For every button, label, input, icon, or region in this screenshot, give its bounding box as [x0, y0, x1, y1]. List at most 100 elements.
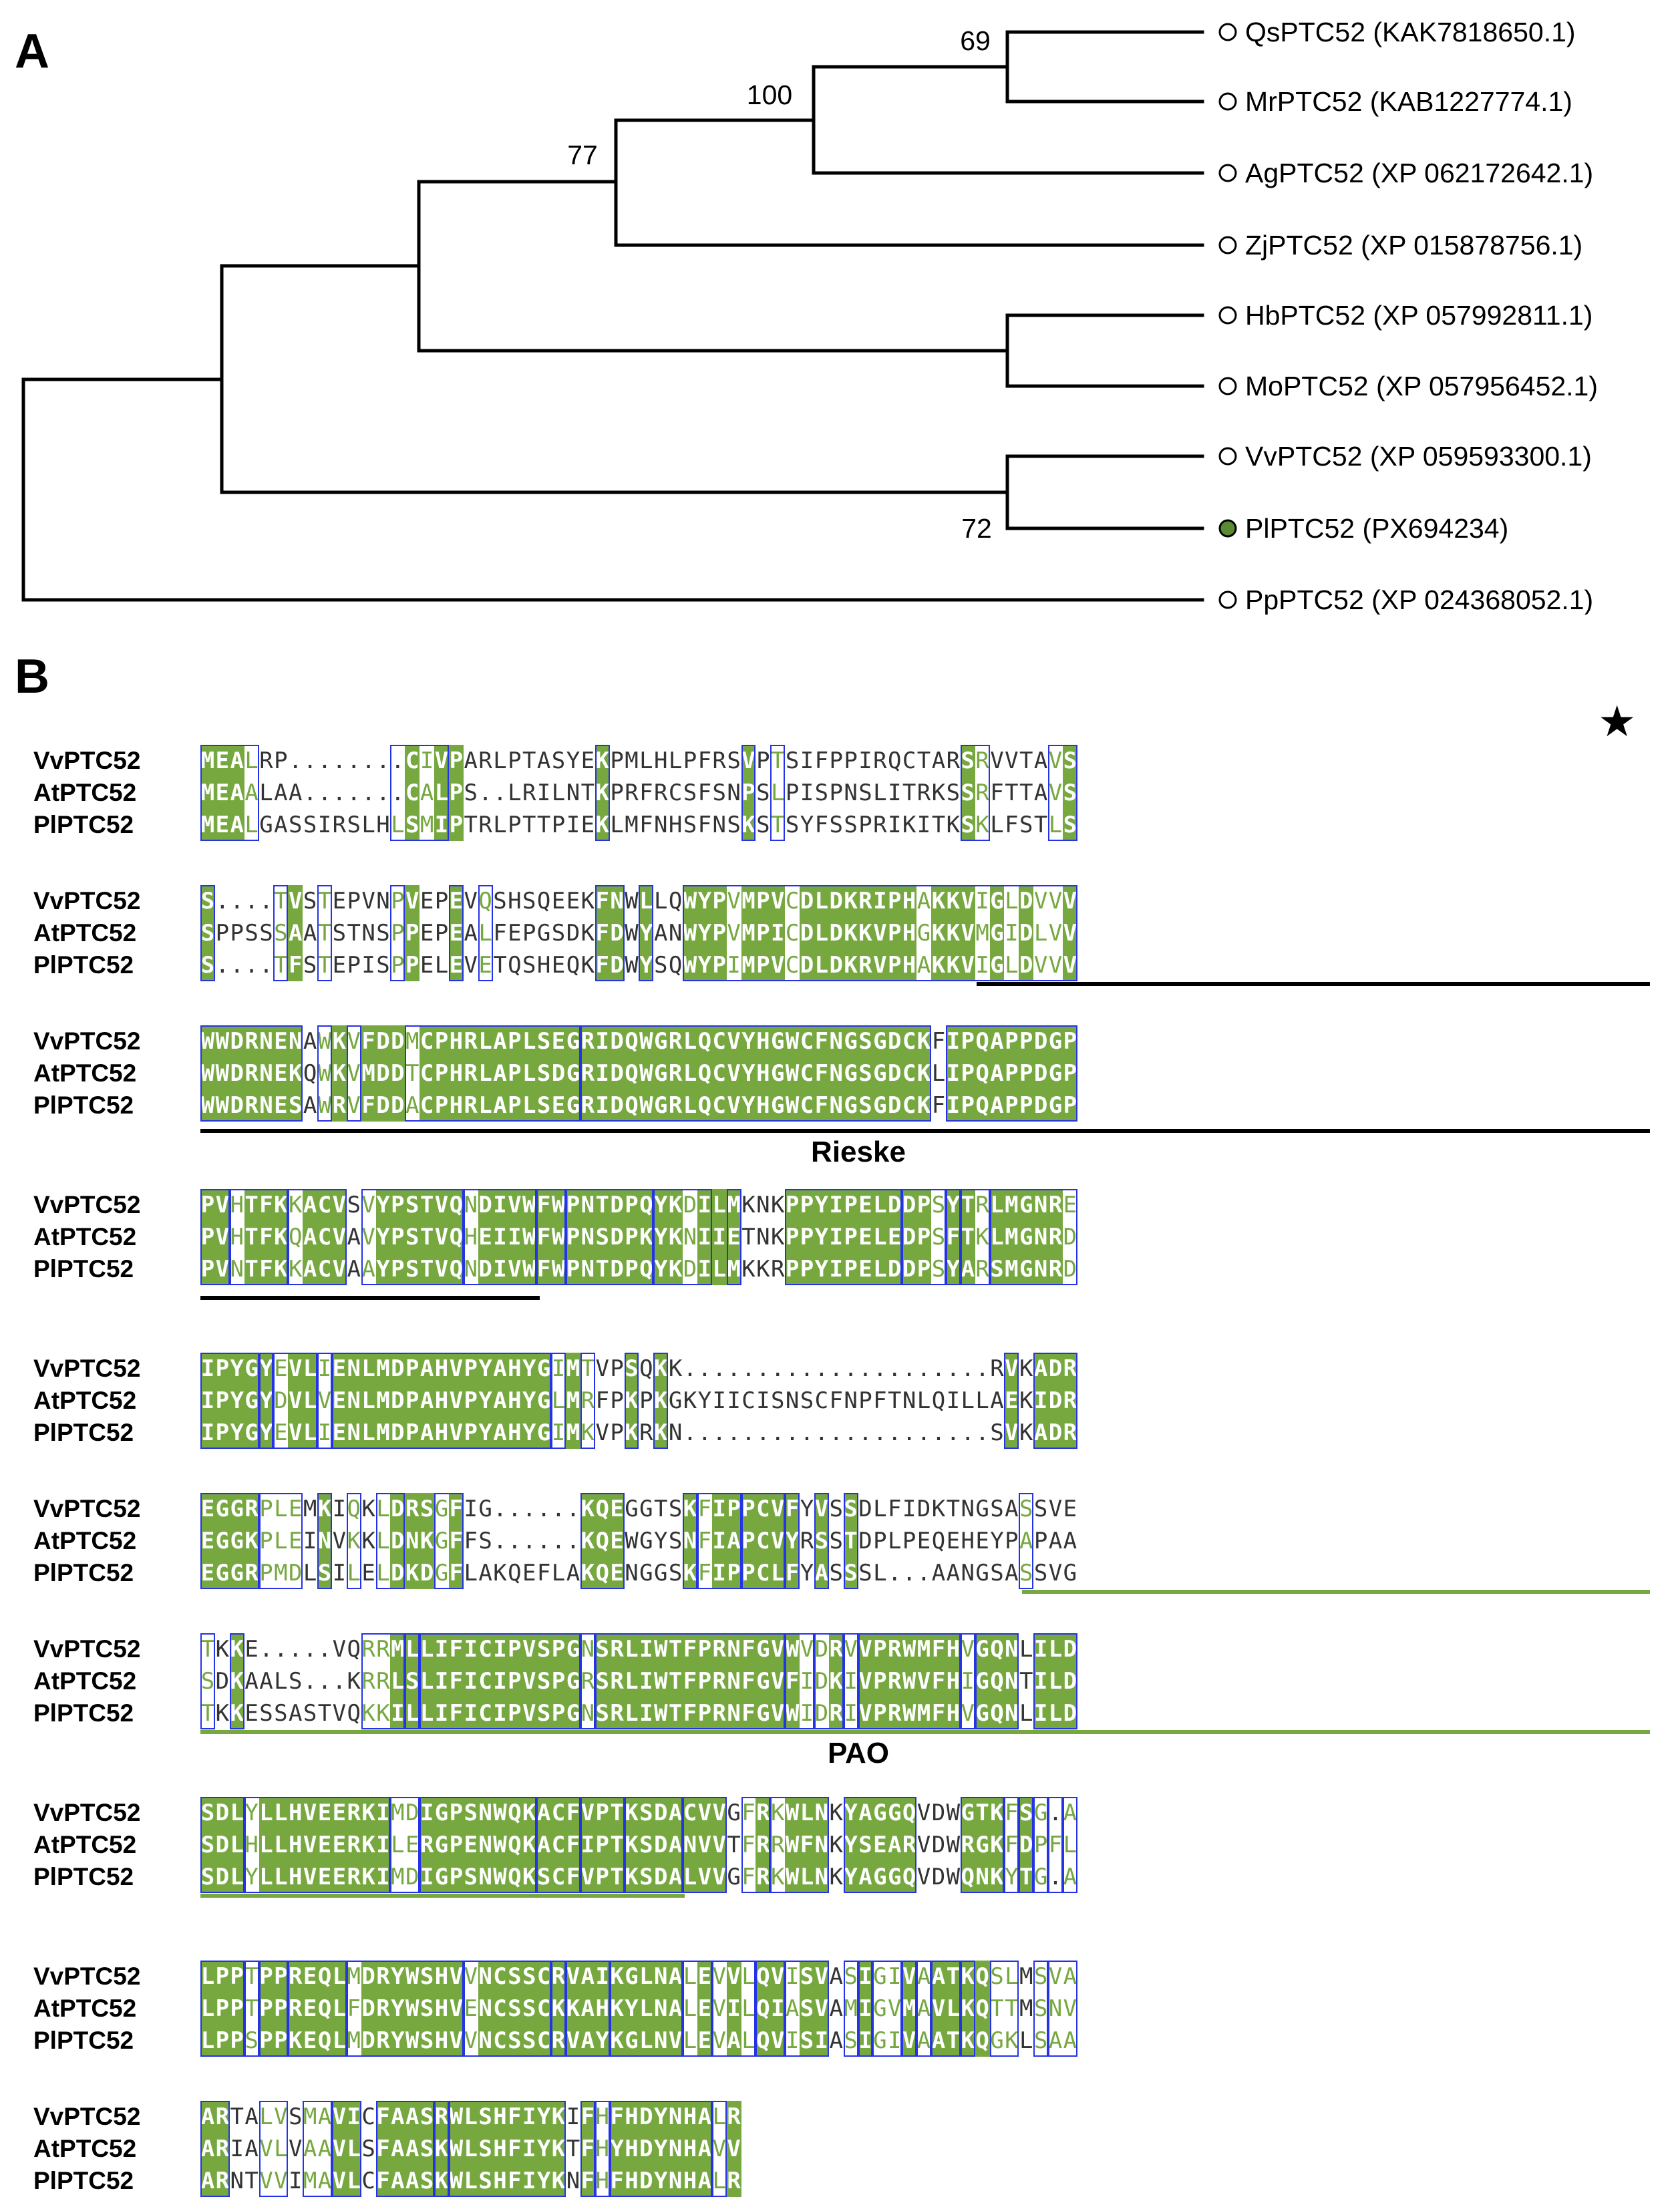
leaf-label: ZjPTC52 (XP 015878756.1) [1245, 230, 1582, 261]
sequence-name: PlPTC52 [33, 2167, 134, 2194]
sequence-name: PlPTC52 [33, 811, 134, 838]
panel-label-a: A [15, 25, 49, 78]
open-circle-icon [1218, 236, 1237, 255]
tree-branch [1005, 313, 1204, 388]
sequence-name: PlPTC52 [33, 1699, 134, 1727]
open-circle-icon [1218, 306, 1237, 325]
tree-branch [1005, 30, 1204, 104]
sequence-name: VvPTC52 [33, 887, 141, 914]
leaf-label: VvPTC52 (XP 059593300.1) [1245, 441, 1592, 472]
domain-underline [200, 1894, 685, 1898]
bootstrap-value: 72 [961, 513, 992, 544]
sequence-name: AtPTC52 [33, 779, 137, 806]
domain-underline [200, 1296, 540, 1300]
sequence-name: VvPTC52 [33, 1355, 141, 1382]
sequence-name: AtPTC52 [33, 1387, 137, 1414]
leaf-label: QsPTC52 (KAK7818650.1) [1245, 17, 1576, 47]
sequence-name: AtPTC52 [33, 1667, 137, 1695]
leaf-label: PpPTC52 (XP 024368052.1) [1245, 584, 1593, 615]
sequence-name: PlPTC52 [33, 1255, 134, 1283]
sequence-name: AtPTC52 [33, 919, 137, 947]
open-circle-icon [1218, 23, 1237, 41]
sequence-name: PlPTC52 [33, 1559, 134, 1586]
tree-branch [220, 264, 1009, 494]
open-circle-icon [1218, 92, 1237, 111]
bootstrap-value: 69 [960, 25, 991, 56]
sequence-name: PlPTC52 [33, 1863, 134, 1890]
domain-underline [1022, 1590, 1650, 1594]
tree-branch [614, 118, 1204, 247]
domain-underline [200, 1129, 1650, 1133]
sequence-name: VvPTC52 [33, 1635, 141, 1663]
sequence-name: VvPTC52 [33, 2103, 141, 2130]
leaf-label: MrPTC52 (KAB1227774.1) [1245, 86, 1572, 117]
leaf-label: MoPTC52 (XP 057956452.1) [1245, 371, 1598, 401]
sequence-name: PlPTC52 [33, 951, 134, 979]
domain-label: Rieske [811, 1136, 906, 1168]
domain-label: PAO [827, 1737, 890, 1769]
bootstrap-value: 77 [567, 140, 598, 170]
leaf-label: HbPTC52 (XP 057992811.1) [1245, 300, 1592, 331]
phylogenetic-tree: QsPTC52 (KAK7818650.1) MrPTC52 (KAB122777… [21, 17, 1598, 615]
tree-branch [21, 377, 1204, 602]
filled-circle-icon [1218, 519, 1237, 538]
sequence-name: AtPTC52 [33, 1831, 137, 1858]
star-icon: ★ [1598, 697, 1637, 745]
domain-underline [200, 1730, 1650, 1734]
sequence-name: VvPTC52 [33, 1027, 141, 1055]
domain-underline [977, 982, 1650, 986]
open-circle-icon [1218, 447, 1237, 466]
open-circle-icon [1218, 164, 1237, 182]
sequence-name: VvPTC52 [33, 1799, 141, 1826]
sequence-name: AtPTC52 [33, 1527, 137, 1554]
bootstrap-value: 100 [747, 79, 792, 110]
tree-branch [1005, 454, 1204, 530]
panel-label-b: B [15, 650, 49, 703]
sequence-name: AtPTC52 [33, 1995, 137, 2022]
sequence-name: VvPTC52 [33, 747, 141, 774]
tree-branch [417, 180, 1009, 353]
sequence-name: VvPTC52 [33, 1191, 141, 1218]
leaf-label: PlPTC52 (PX694234) [1245, 513, 1508, 544]
sequence-name: AtPTC52 [33, 1059, 137, 1087]
sequence-name: PlPTC52 [33, 2027, 134, 2054]
leaf-label: AgPTC52 (XP 062172642.1) [1245, 158, 1593, 188]
sequence-name: PlPTC52 [33, 1419, 134, 1446]
sequence-name: VvPTC52 [33, 1963, 141, 1990]
open-circle-icon [1218, 377, 1237, 395]
sequence-name: AtPTC52 [33, 1223, 137, 1250]
sequence-name: VvPTC52 [33, 1495, 141, 1522]
sequence-name: AtPTC52 [33, 2135, 137, 2162]
sequence-name: PlPTC52 [33, 1091, 134, 1119]
